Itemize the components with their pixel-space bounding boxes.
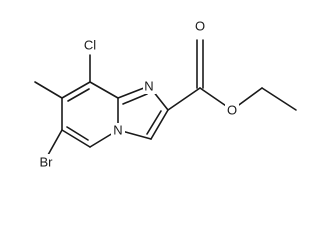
atom-oxygen-carbonyl: O [193,19,207,34]
atom-bromine: Br [34,154,58,170]
bonds [34,39,297,156]
bond-c2-c3 [150,109,169,140]
bond-c2-c3-inner [146,110,162,135]
bond-c8-c8a [89,81,119,99]
atom-nitrogen-bridge: N [111,123,125,138]
molecule-structure: Cl N N O O Br [34,19,297,170]
atom-oxygen-ester: O [225,103,239,118]
bond-ch2-ch3 [261,87,297,111]
atom-nitrogen-imine: N [143,79,156,94]
bond-c7-c8-inner [67,88,90,102]
bond-c5-c6 [61,129,91,148]
oxygen-carbonyl-label: O [195,19,205,34]
bond-c6-br [47,129,63,156]
bromine-label: Br [40,155,54,170]
bond-c5-c6-inner [66,126,89,141]
chlorine-label: Cl [84,38,96,53]
atom-labels: Cl N N O O Br [34,19,239,170]
oxygen-ester-label: O [227,103,237,118]
bond-c7-methyl [34,81,63,99]
bond-c2-carbonyl [167,87,201,111]
atom-chlorine: Cl [80,37,100,53]
bond-c7-c8 [61,81,91,99]
nitrogen-bridge-label: N [113,123,122,138]
nitrogen-imine-label: N [144,79,153,94]
bond-c8a-n1-inner [122,93,148,105]
